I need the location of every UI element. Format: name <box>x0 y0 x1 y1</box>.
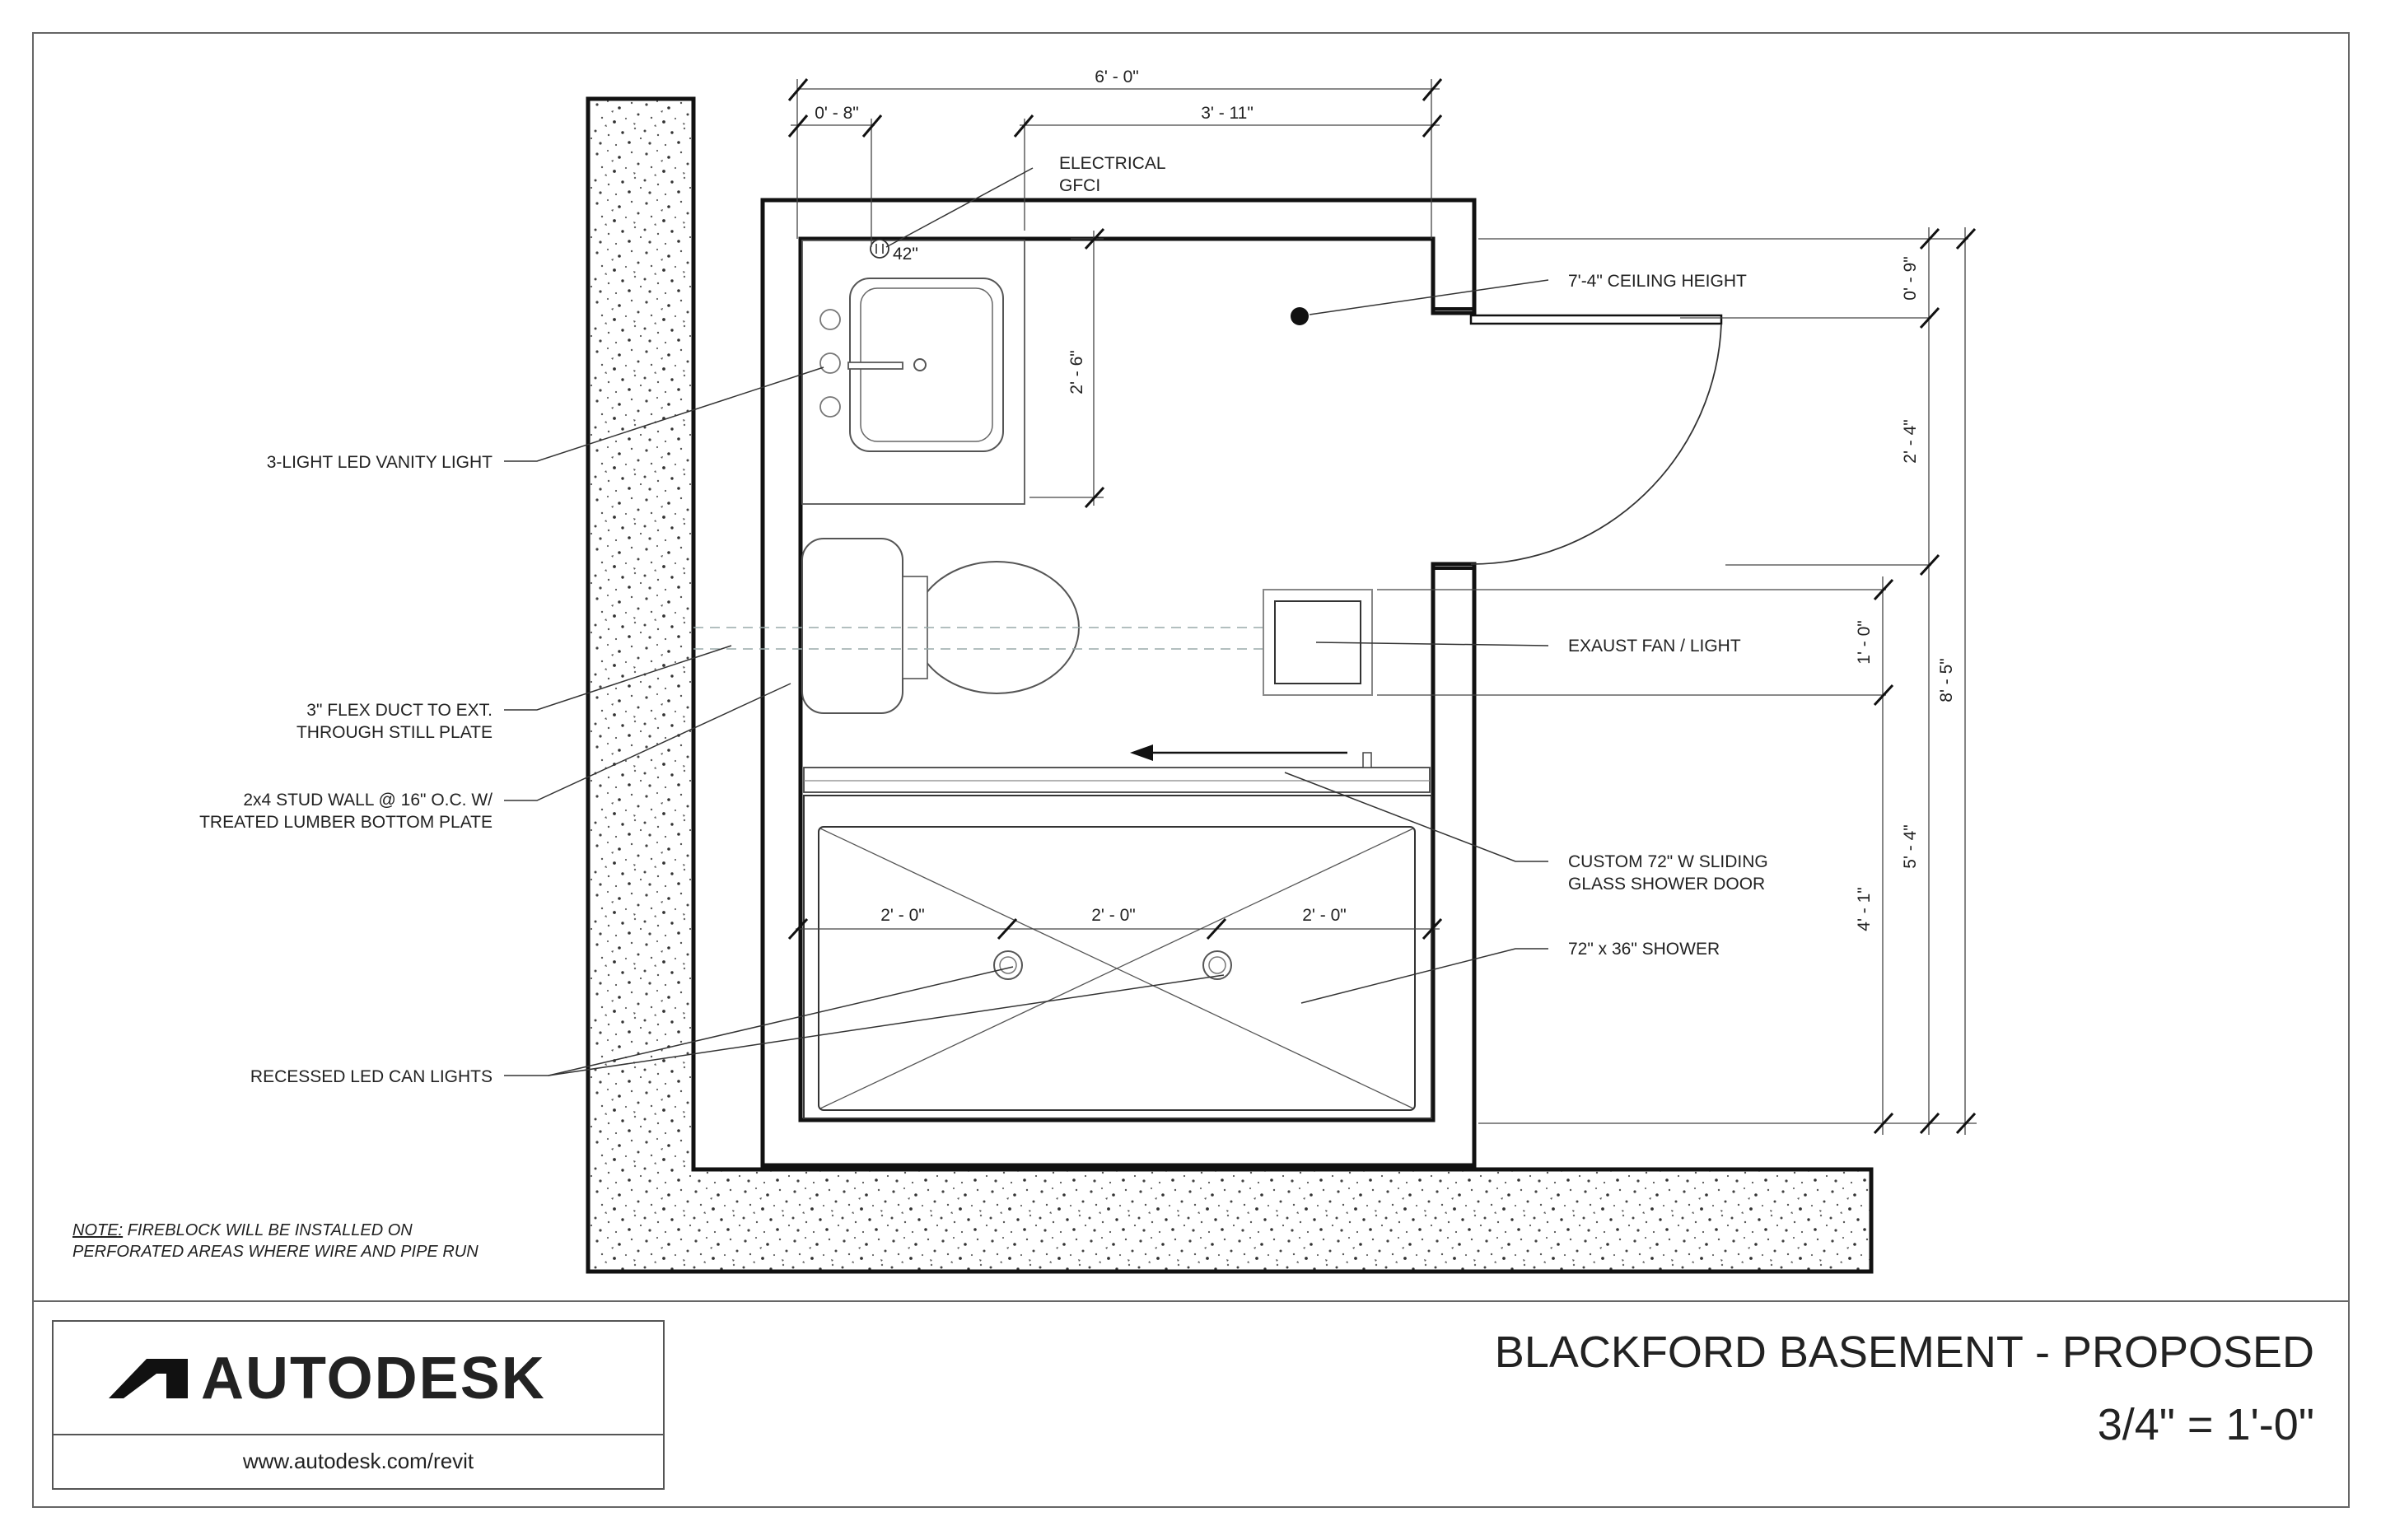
gfci-outlet-icon <box>870 239 889 259</box>
label-vanity-light: 3-LIGHT LED VANITY LIGHT <box>267 453 493 472</box>
label-gfci: GFCI <box>1059 176 1100 195</box>
sink-drain <box>913 358 927 371</box>
faucet-handle-left <box>819 309 841 330</box>
exhaust-fan-inner <box>1274 600 1361 684</box>
leader-shower <box>1300 948 1548 1004</box>
sheet-scale: 3/4" = 1'-0" <box>2098 1400 2314 1449</box>
autodesk-wordmark: AUTODESK <box>201 1346 546 1412</box>
label-stud-wall-1: 2x4 STUD WALL @ 16" O.C. W/ <box>243 791 493 810</box>
svg-text:2' - 6": 2' - 6" <box>1067 350 1086 394</box>
sheet-title: BLACKFORD BASEMENT - PROPOSED <box>1495 1328 2314 1377</box>
dimension-top-left: 0' - 8" <box>787 104 883 247</box>
label-flex-duct-2: THROUGH STILL PLATE <box>296 723 493 742</box>
dimension-shower-chain: 2' - 0" 2' - 0" 2' - 0" <box>787 906 1443 940</box>
toilet-tank <box>801 538 903 714</box>
svg-text:3' - 11": 3' - 11" <box>1201 104 1254 123</box>
label-ceiling-height: 7'-4" CEILING HEIGHT <box>1568 272 1747 291</box>
autodesk-url[interactable]: www.autodesk.com/revit <box>242 1449 474 1473</box>
concrete-foundation-wall <box>586 96 1874 1274</box>
autodesk-logo-icon <box>109 1359 188 1398</box>
label-exhaust-fan: EXAUST FAN / LIGHT <box>1568 637 1741 656</box>
door-leaf <box>1469 314 1723 325</box>
label-flex-duct-1: 3" FLEX DUCT TO EXT. <box>306 701 493 720</box>
sheet-border <box>32 32 2350 1508</box>
recessed-can-light-right <box>1202 950 1232 980</box>
svg-text:2' - 0": 2' - 0" <box>1302 906 1346 925</box>
svg-text:8' - 5": 8' - 5" <box>1937 658 1956 702</box>
shower-pan-outer <box>803 795 1432 1119</box>
svg-text:2' - 0": 2' - 0" <box>1091 906 1135 925</box>
label-stud-wall-2: TREATED LUMBER BOTTOM PLATE <box>199 813 493 832</box>
shower-pan-inner <box>818 826 1416 1111</box>
door-swing-arc <box>1470 323 1722 565</box>
svg-text:6' - 0": 6' - 0" <box>1095 68 1138 86</box>
leader-ceiling <box>1309 279 1549 315</box>
stud-wall-enclosure <box>760 198 1477 1168</box>
faucet-handle-right <box>819 396 841 418</box>
shower-door-track <box>803 767 1431 793</box>
label-electrical: ELECTRICAL <box>1059 154 1166 173</box>
svg-text:4' - 1": 4' - 1" <box>1855 887 1874 931</box>
faucet-handle-center <box>819 352 841 374</box>
sheet-note-line1: NOTE: FIREBLOCK WILL BE INSTALLED ON <box>72 1221 413 1239</box>
svg-text:0' - 8": 0' - 8" <box>815 104 858 123</box>
leader-flex-duct <box>504 645 732 711</box>
shower-door-handle <box>1362 752 1372 768</box>
label-shower-door-1: CUSTOM 72" W SLIDING <box>1568 852 1768 871</box>
dimension-vanity-depth: 2' - 6" <box>1029 227 1105 509</box>
label-can-lights: RECESSED LED CAN LIGHTS <box>250 1067 493 1086</box>
leader-vanity-light <box>504 366 824 462</box>
sheet-note-line2: PERFORATED AREAS WHERE WIRE AND PIPE RUN <box>72 1243 479 1261</box>
label-shower-door-2: GLASS SHOWER DOOR <box>1568 875 1765 894</box>
leader-shower-door <box>1284 772 1548 862</box>
dimension-top-overall: 6' - 0" <box>787 68 1443 239</box>
ceiling-height-marker <box>1291 307 1309 325</box>
svg-text:5' - 4": 5' - 4" <box>1901 824 1920 868</box>
dimension-right-chain: 0' - 9" 2' - 4" 1' - 0" 5' - 4" 4' - 1" … <box>1377 227 1977 1135</box>
dimension-top-right: 3' - 11" <box>1013 104 1443 231</box>
logo-box <box>52 1320 665 1490</box>
label-shower: 72" x 36" SHOWER <box>1568 940 1720 959</box>
svg-text:2' - 4": 2' - 4" <box>1901 419 1920 463</box>
leader-stud-wall <box>504 683 791 801</box>
svg-text:2' - 0": 2' - 0" <box>880 906 924 925</box>
svg-text:0' - 9": 0' - 9" <box>1901 256 1920 300</box>
faucet-icon <box>847 362 903 370</box>
leader-exhaust-fan <box>1315 642 1549 646</box>
recessed-can-light-left <box>993 950 1023 980</box>
svg-text:1' - 0": 1' - 0" <box>1855 620 1874 664</box>
outlet-height-text: 42" <box>893 245 918 264</box>
leader-electrical <box>885 167 1034 248</box>
